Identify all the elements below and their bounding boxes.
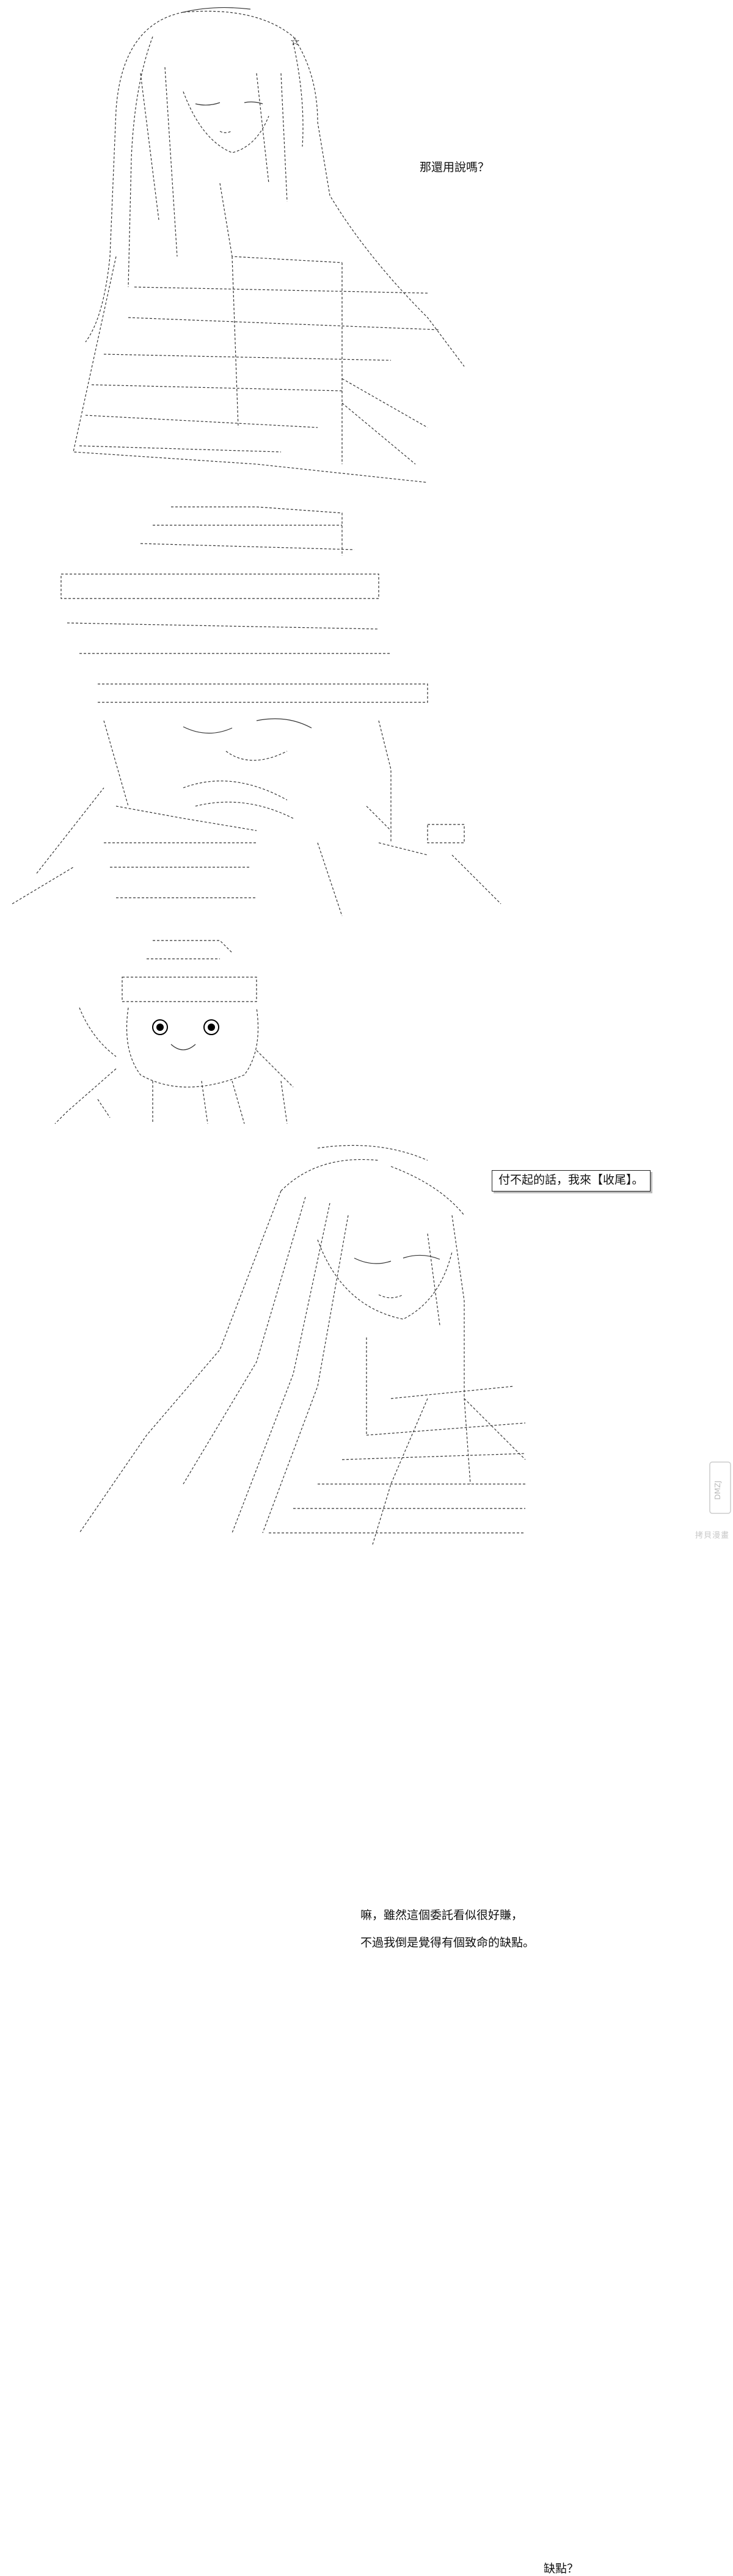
star-mark: ☆ <box>290 35 301 48</box>
panel-girl-closeup: 缺點？ <box>0 1142 733 2575</box>
watermark-caption: 拷貝漫畫 <box>695 1531 729 1540</box>
watermark-logo-icon: DMZJ <box>709 1461 731 1514</box>
creature-ascii-art <box>54 940 294 1124</box>
watermark-logo: DMZJ <box>707 1460 733 1516</box>
old-man-ascii-art <box>12 506 501 916</box>
speech-text: 缺點？ <box>544 2562 579 2575</box>
speech-line-1: 嘛，雖然這個委託看似很好賺， <box>360 1908 523 1922</box>
speech-box: 付不起的話，我來【收尾】。 <box>492 1170 651 1192</box>
panel-long-haired-girl: ☆ 那還用說嗎？ <box>0 0 733 501</box>
panel-old-man: 付不起的話，我來【收尾】。 <box>0 501 733 1192</box>
girl-closeup-ascii-art <box>79 1144 526 1545</box>
svg-text:DMZJ: DMZJ <box>713 1480 722 1499</box>
speech-text: 那還用說嗎？ <box>420 161 490 174</box>
girl-ascii-art <box>73 7 465 483</box>
speech-line-2: 不過我倒是覺得有個致命的缺點。 <box>360 1936 535 1949</box>
speech-text: 付不起的話，我來【收尾】。 <box>498 1173 644 1187</box>
panel-small-creature: 嘛，雖然這個委託看似很好賺， 不過我倒是覺得有個致命的缺點。 <box>0 916 733 1949</box>
